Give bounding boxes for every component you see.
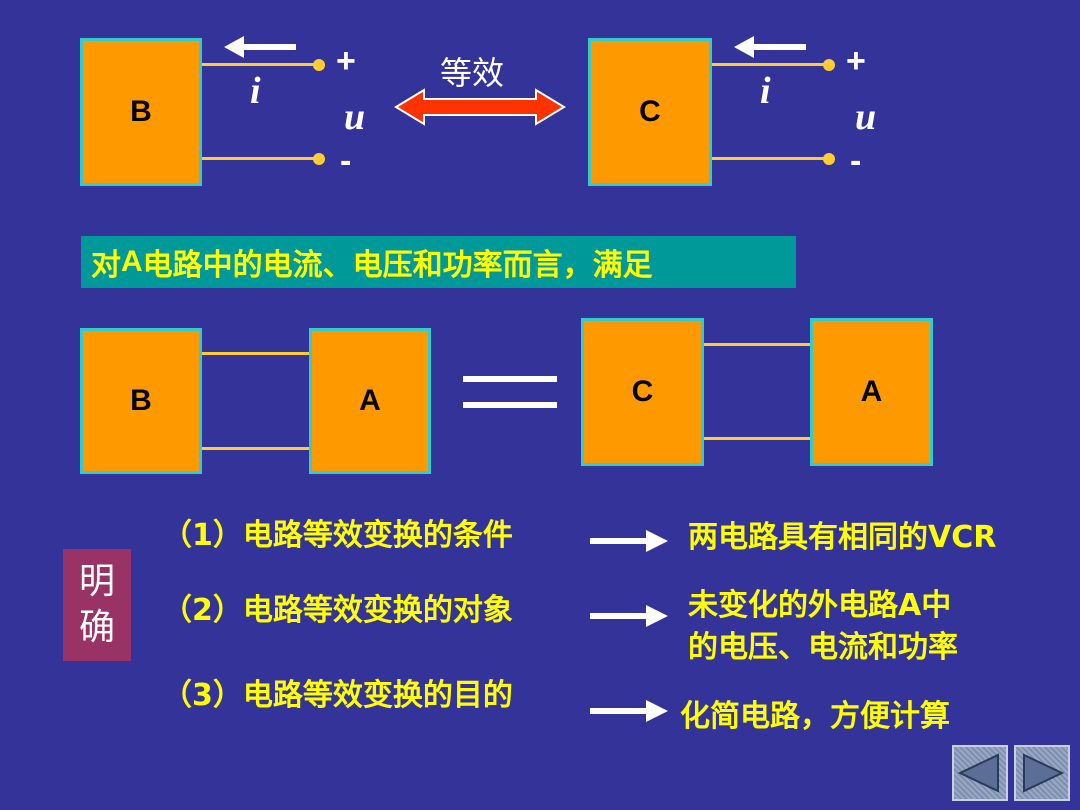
- current-label-right: i: [760, 70, 771, 112]
- item-1-left: （1）电路等效变换的条件: [162, 518, 513, 553]
- arrow-right-icon: [590, 605, 668, 627]
- wire-top-right-lower: [712, 157, 827, 160]
- box-c-top: C: [588, 38, 712, 186]
- double-arrow-icon: [394, 88, 566, 126]
- wire-ca-lower: [704, 437, 812, 440]
- clarify-char-1: 明: [78, 561, 115, 602]
- wire-ba-lower: [202, 447, 310, 450]
- item-1-right: 两电路具有相同的VCR: [688, 520, 997, 555]
- clarify-char-2: 确: [78, 607, 115, 648]
- equals-bar-top: [463, 376, 557, 382]
- box-b-middle: B: [80, 328, 202, 474]
- item-2-left: （2）电路等效变换的对象: [162, 593, 513, 628]
- minus-sign-left: -: [340, 142, 352, 180]
- box-b-middle-label: B: [130, 384, 152, 417]
- triangle-left-icon: [957, 753, 999, 793]
- box-a-middle-right-label: A: [860, 375, 883, 408]
- equiv-label: 等效: [440, 54, 505, 92]
- banner-letter: A: [121, 245, 143, 278]
- wire-ba-upper: [202, 352, 310, 355]
- box-a-middle-left: A: [309, 328, 431, 474]
- box-a-middle-left-label: A: [359, 384, 381, 417]
- minus-sign-right: -: [850, 142, 862, 180]
- banner-text: 电路中的电流、电压和功率而言，满足: [142, 248, 653, 283]
- box-a-middle-right: A: [810, 318, 933, 466]
- current-arrow-left-icon: [224, 36, 296, 58]
- wire-top-left-upper: [202, 63, 317, 66]
- item-3-right: 化简电路，方便计算: [680, 699, 950, 734]
- clarify-label: 明 确: [63, 549, 131, 661]
- arrow-right-icon: [590, 700, 668, 722]
- wire-top-left-lower: [202, 157, 317, 160]
- box-b-top-label: B: [130, 95, 152, 128]
- plus-sign-right: +: [846, 42, 866, 80]
- arrow-right-icon: [590, 530, 668, 552]
- equals-bar-bottom: [463, 402, 557, 408]
- next-slide-button[interactable]: [1014, 745, 1070, 801]
- voltage-label-left: u: [344, 96, 366, 138]
- terminal-top-left-minus: [313, 153, 325, 165]
- box-c-middle: C: [581, 318, 704, 466]
- item-2-right-line-1: 未变化的外电路A中: [688, 588, 952, 623]
- prev-slide-button[interactable]: [952, 745, 1008, 801]
- terminal-top-left-plus: [313, 59, 325, 71]
- box-c-top-label: C: [639, 95, 661, 128]
- box-b-top: B: [80, 38, 202, 186]
- current-label-left: i: [250, 70, 261, 112]
- terminal-top-right-plus: [823, 59, 835, 71]
- wire-top-right-upper: [712, 63, 827, 66]
- wire-ca-upper: [704, 343, 812, 346]
- banner-prefix: 对: [91, 248, 121, 283]
- item-3-left: （3）电路等效变换的目的: [162, 678, 513, 713]
- terminal-top-right-minus: [823, 153, 835, 165]
- plus-sign-left: +: [336, 42, 356, 80]
- current-arrow-right-icon: [734, 36, 806, 58]
- item-2-right-line-2: 的电压、电流和功率: [688, 630, 958, 665]
- voltage-label-right: u: [855, 96, 877, 138]
- triangle-right-icon: [1023, 753, 1065, 793]
- box-c-middle-label: C: [631, 375, 654, 408]
